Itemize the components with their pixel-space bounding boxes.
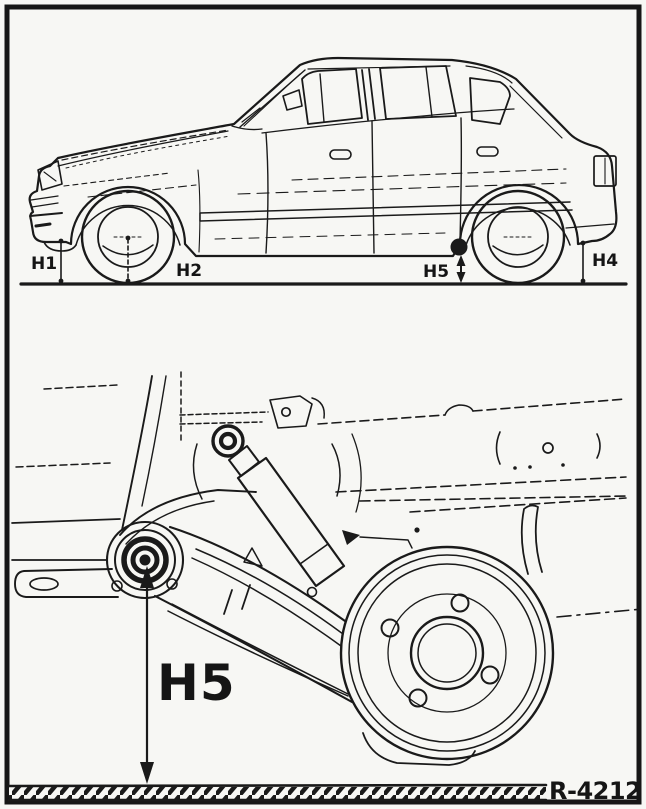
car-greenhouse xyxy=(231,65,563,139)
label-h4: H4 xyxy=(592,251,618,271)
tail-lamp xyxy=(593,155,617,187)
rear-suspension-diagram: H5 R-4212 xyxy=(7,371,643,805)
measuring-point-dot xyxy=(450,238,468,256)
h4-dimension: H4 xyxy=(580,240,618,284)
shock-absorber xyxy=(179,395,413,588)
label-h1: H1 xyxy=(31,254,57,274)
shock-body xyxy=(236,456,346,588)
label-h5-small: H5 xyxy=(423,262,449,282)
brake-drum xyxy=(339,545,643,766)
h1-dimension: H1 xyxy=(31,238,64,284)
h5-dimension-small: H5 xyxy=(423,238,468,283)
rear-wheel xyxy=(470,189,566,285)
car-body-outline xyxy=(28,56,618,258)
lug-hole xyxy=(480,665,500,685)
figure-frame xyxy=(4,4,642,805)
spring-pocket xyxy=(520,504,543,575)
car-front-rear-details xyxy=(29,155,617,229)
label-h5-large: H5 xyxy=(157,654,236,712)
hub xyxy=(409,615,485,691)
lug-hole xyxy=(450,593,470,613)
label-h2: H2 xyxy=(176,261,202,281)
axis-centerline xyxy=(556,608,643,618)
wiper xyxy=(241,107,261,123)
bracket-slot xyxy=(29,577,59,591)
upper-bracket xyxy=(269,395,313,429)
hatched-ground xyxy=(7,783,548,802)
height-annotations: H1 H2 H5 H4 xyxy=(31,235,618,284)
shock-top-eye xyxy=(211,424,245,458)
trailing-arm xyxy=(153,525,354,704)
bushing-center xyxy=(139,554,151,566)
car-side-details xyxy=(61,108,573,254)
headlight xyxy=(37,160,63,191)
side-mirror xyxy=(282,89,303,111)
car-side-view-diagram: H1 H2 H5 H4 xyxy=(19,56,628,286)
front-door-handle xyxy=(329,149,352,160)
bracket-bolt xyxy=(280,406,292,418)
rear-door-handle xyxy=(476,146,499,157)
figure-reference: R-4212 xyxy=(549,777,641,805)
jacking-bracket xyxy=(14,568,119,598)
h5-dimension-arrow: H5 xyxy=(140,566,236,784)
side-moulding xyxy=(199,201,573,222)
section-marks xyxy=(223,584,251,615)
body-sill-panels xyxy=(11,371,257,598)
grille xyxy=(30,195,59,208)
floor-pan-lines xyxy=(317,398,627,575)
lug-hole xyxy=(380,618,400,638)
h2-dimension: H2 xyxy=(125,235,202,284)
floor-hole xyxy=(542,442,554,454)
lug-hole xyxy=(408,688,428,708)
